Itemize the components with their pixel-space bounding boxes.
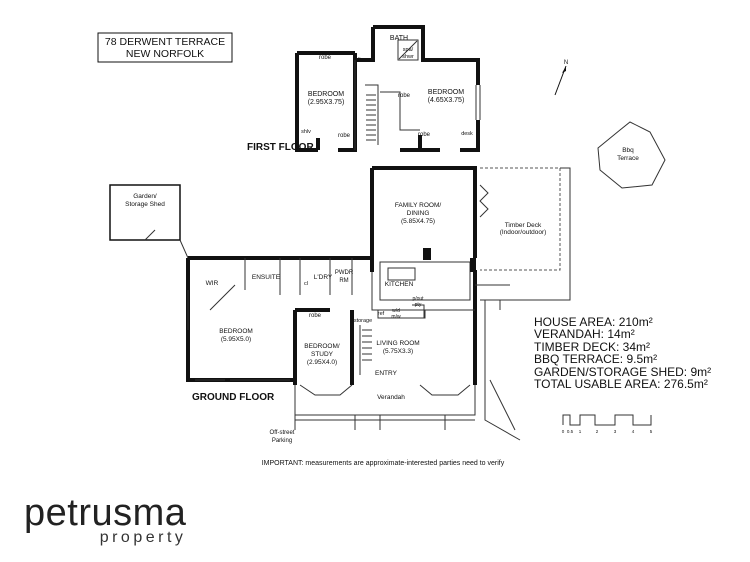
pantry-label-2: pty xyxy=(415,302,422,308)
scale-tick: 0.5 xyxy=(567,429,574,434)
room-laundry: L'DRY xyxy=(314,274,333,281)
area-shed: GARDEN/STORAGE SHED: 9m² xyxy=(534,364,712,379)
room-wir: WIR xyxy=(206,280,219,287)
robe-label: robe xyxy=(398,93,411,99)
robe-label: robe xyxy=(319,55,332,61)
bbq-terrace: Bbq Terrace xyxy=(597,121,666,189)
area-timber-deck: TIMBER DECK: 34m² xyxy=(534,339,651,354)
spa-label: spa/ xyxy=(403,47,414,53)
room-ensuite: ENSUITE xyxy=(252,274,281,281)
shed-label-2: Storage Shed xyxy=(125,201,165,208)
bbq-label-2: Terrace xyxy=(617,155,639,162)
garden-storage-shed: Garden/ Storage Shed xyxy=(109,184,189,259)
room-bedroom: BEDROOM xyxy=(219,328,253,335)
logo-sub: property xyxy=(99,529,187,546)
area-total: TOTAL USABLE AREA: 276.5m² xyxy=(534,377,708,392)
robe-label: robe xyxy=(338,133,351,139)
area-summary: HOUSE AREA: 210m² VERANDAH: 14m² TIMBER … xyxy=(534,315,712,392)
timber-deck-label: Timber Deck xyxy=(505,222,542,229)
pantry-label: p/out xyxy=(412,296,424,302)
parking-label: Off-street xyxy=(270,430,295,436)
logo-brand: petrusma xyxy=(24,492,187,534)
room-bath: BATH xyxy=(390,35,408,42)
room-bedroom-1: BEDROOM xyxy=(308,91,344,98)
spa-label-2: shwr xyxy=(402,54,414,60)
room-family-size: (5.85X4.75) xyxy=(401,218,435,225)
wd-label: w/d xyxy=(392,308,400,314)
first-floor-plan: BATH spa/ shwr linen robe BEDROOM (2.95X… xyxy=(247,25,481,153)
room-kitchen: KITCHEN xyxy=(385,281,414,288)
shed-label-1: Garden/ xyxy=(133,193,157,200)
entry-label: ENTRY xyxy=(375,370,398,377)
area-verandah: VERANDAH: 14m² xyxy=(534,327,635,342)
room-study-2: STUDY xyxy=(311,351,334,358)
room-study-size: (2.95X4.0) xyxy=(307,359,337,366)
shelf-label: shlv xyxy=(301,129,311,135)
area-house: HOUSE AREA: 210m² xyxy=(534,315,653,329)
scale-tick: 4 xyxy=(632,429,635,434)
north-arrow-icon: N xyxy=(554,60,568,96)
area-bbq-terrace: BBQ TERRACE: 9.5m² xyxy=(534,352,658,367)
room-bedroom-size: (5.95X5.0) xyxy=(221,336,251,343)
room-bedroom-2-size: (4.65X3.75) xyxy=(428,97,465,104)
title-box: 78 DERWENT TERRACE NEW NORFOLK xyxy=(97,32,233,63)
room-powder-2: RM xyxy=(339,278,348,284)
storage-label: storage xyxy=(354,318,372,324)
room-living-size: (5.75X3.3) xyxy=(383,348,413,355)
desk-label: desk xyxy=(461,131,473,137)
disclaimer-note: IMPORTANT: measurements are approximate-… xyxy=(262,460,505,467)
petrusma-logo: petrusma property xyxy=(24,494,186,547)
title-line1: 78 DERWENT TERRACE xyxy=(105,36,225,48)
scale-tick: 5 xyxy=(650,429,653,434)
scale-tick: 0 xyxy=(562,429,565,434)
bbq-label-1: Bbq xyxy=(622,147,634,154)
verandah-label: Verandah xyxy=(377,394,405,401)
robe-label: robe xyxy=(418,132,431,138)
fridge-label: ref xyxy=(378,311,385,317)
title-line2: NEW NORFOLK xyxy=(126,48,204,60)
room-family: FAMILY ROOM/ xyxy=(395,202,442,209)
scale-tick: 3 xyxy=(614,429,617,434)
mw-label: m/w xyxy=(391,314,401,320)
robe-label: robe xyxy=(309,313,322,319)
room-bedroom-2: BEDROOM xyxy=(428,89,464,96)
room-dining: DINING xyxy=(407,210,430,217)
linen-label: linen xyxy=(358,57,370,63)
room-powder: PWDR xyxy=(335,270,354,276)
room-living: LIVING ROOM xyxy=(376,340,419,347)
ground-floor-plan: WIR BEDROOM (5.95X5.0) ENSUITE cl L'DRY … xyxy=(186,166,571,444)
svg-text:N: N xyxy=(564,60,568,66)
room-study: BEDROOM/ xyxy=(304,343,340,350)
scale-tick: 2 xyxy=(596,429,599,434)
closet-label: cl xyxy=(304,281,308,287)
room-bedroom-1-size: (2.95X3.75) xyxy=(308,99,345,106)
parking-label-2: Parking xyxy=(272,438,292,444)
ground-floor-label: GROUND FLOOR xyxy=(192,392,275,403)
scale-tick: 1 xyxy=(579,429,582,434)
timber-deck-label-2: (Indoor/outdoor) xyxy=(500,229,547,236)
scale-bar: 0 0.5 1 2 3 4 5 xyxy=(562,414,653,434)
first-floor-label: FIRST FLOOR xyxy=(247,142,314,153)
